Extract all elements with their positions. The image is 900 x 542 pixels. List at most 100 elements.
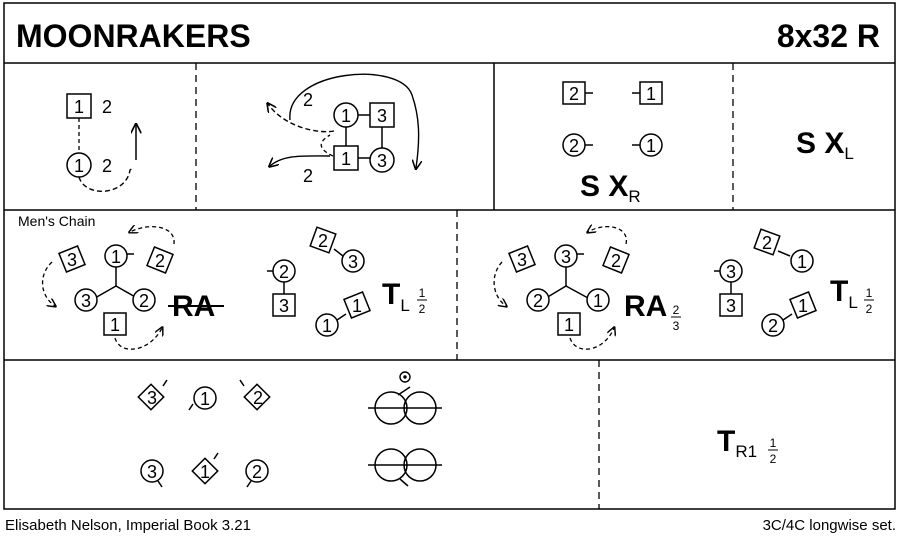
man-diamond (137, 383, 165, 411)
footer-set-type: 3C/4C longwise set. (762, 517, 896, 534)
dancer-number: 3 (81, 291, 91, 311)
man-square (639, 81, 663, 105)
dancer-number: 2 (762, 233, 772, 253)
man-diamond (191, 457, 219, 485)
travel-arrow (289, 73, 419, 168)
dancer-number: 1 (564, 315, 574, 335)
dancer-number: 1 (200, 462, 210, 482)
fraction-numerator: 2 (673, 303, 680, 317)
dancer-number: 1 (646, 136, 656, 156)
woman-circle (140, 459, 164, 483)
man-diamond (58, 245, 86, 273)
dancer-number: 1 (74, 97, 84, 117)
man-diamond (146, 246, 174, 274)
travel-arrow (588, 227, 627, 245)
man-square (272, 293, 296, 317)
woman-circle (333, 102, 359, 128)
dancer-number: 2 (279, 262, 289, 282)
woman-circle (245, 459, 269, 483)
dancer-number: 2 (768, 316, 778, 336)
man-diamond (753, 228, 781, 256)
man-square (557, 312, 581, 336)
dancer-number: 2 (611, 251, 621, 271)
diagram-frame (3, 2, 896, 510)
travel-arrow (569, 328, 614, 350)
man-diamond (343, 291, 371, 319)
formation-label: S XL (796, 127, 854, 163)
bar2-panel-b: 2 3 2 3 1 1 TL 1 2 (267, 226, 427, 337)
woman-circle (586, 288, 610, 312)
footer-credit: Elisabeth Nelson, Imperial Book 3.21 (5, 517, 251, 534)
man-diamond (309, 226, 337, 254)
dancer-number: 2 (303, 90, 313, 110)
dancer-number: 3 (279, 296, 289, 316)
dancer-number: 1 (110, 315, 120, 335)
travel-arrow (130, 227, 175, 245)
start-dot-icon (399, 371, 411, 383)
dance-formation: 8x32 R (777, 18, 880, 54)
woman-circle (132, 288, 156, 312)
bar2-panel-a: 1 3 2 3 2 1 RA (41, 227, 224, 350)
dancer-number: 1 (111, 247, 121, 267)
formation-label: TL (830, 275, 858, 312)
man-diamond (602, 246, 630, 274)
dancer-number: 2 (533, 291, 543, 311)
woman-circle (74, 288, 98, 312)
woman-circle (554, 244, 578, 268)
dancer-number: 3 (348, 252, 358, 272)
dancer-number: 1 (593, 291, 603, 311)
man-square (103, 312, 127, 336)
dancer-number: 2 (102, 97, 112, 117)
man-square (66, 93, 92, 119)
fraction-denominator: 2 (866, 302, 873, 316)
fraction-denominator: 3 (673, 319, 680, 333)
bar3-panel-a: 3 1 2 3 1 2 (137, 371, 442, 488)
woman-circle (315, 313, 339, 337)
travel-arrow (268, 104, 335, 133)
dancer-number: 1 (646, 84, 656, 104)
man-square (719, 293, 743, 317)
dancer-number: 2 (569, 84, 579, 104)
travel-arrow (270, 155, 331, 166)
travel-arrow (41, 261, 55, 306)
man-diamond (243, 383, 271, 411)
dancer-number: 3 (147, 462, 157, 482)
formation-label: RA (624, 290, 667, 323)
dancer-number: 2 (318, 231, 328, 251)
dancer-number: 3 (517, 250, 527, 270)
bar1-panel-b: 2 1 3 1 3 2 (268, 73, 419, 186)
bar3-panel-b: TR1 1 2 (717, 425, 778, 466)
dancer-number: 1 (74, 156, 84, 176)
man-diamond (508, 245, 536, 273)
bar1-panel-c: 2 1 2 1 S XR (562, 81, 663, 206)
man-diamond (789, 291, 817, 319)
woman-circle (104, 244, 128, 268)
dancer-number: 1 (798, 296, 808, 316)
woman-circle (761, 313, 785, 337)
dancer-number: 1 (352, 296, 362, 316)
formation-label: S XR (580, 170, 641, 206)
dancer-number: 3 (377, 106, 387, 126)
fraction-numerator: 1 (770, 436, 777, 450)
dancer-number: 1 (341, 106, 351, 126)
bar2-panel-d: 2 1 3 3 2 1 TL 1 2 (714, 228, 874, 337)
dancer-number: 1 (322, 316, 332, 336)
man-square (333, 145, 359, 171)
fraction-denominator: 2 (419, 302, 426, 316)
dancer-number: 2 (252, 462, 262, 482)
panel-dividers (195, 63, 734, 509)
fraction-denominator: 2 (770, 452, 777, 466)
woman-circle (193, 386, 217, 410)
dancer-number: 3 (147, 388, 157, 408)
dancer-number: 2 (155, 251, 165, 271)
man-square (369, 102, 395, 128)
dancer-number: 3 (726, 262, 736, 282)
formation-label: TR1 (717, 425, 757, 461)
dancer-number: 1 (200, 389, 210, 409)
dancer-number: 1 (341, 149, 351, 169)
figure-caption: Men's Chain (18, 213, 95, 229)
woman-circle (341, 249, 365, 273)
woman-circle (526, 288, 550, 312)
dancer-number: 3 (377, 151, 387, 171)
